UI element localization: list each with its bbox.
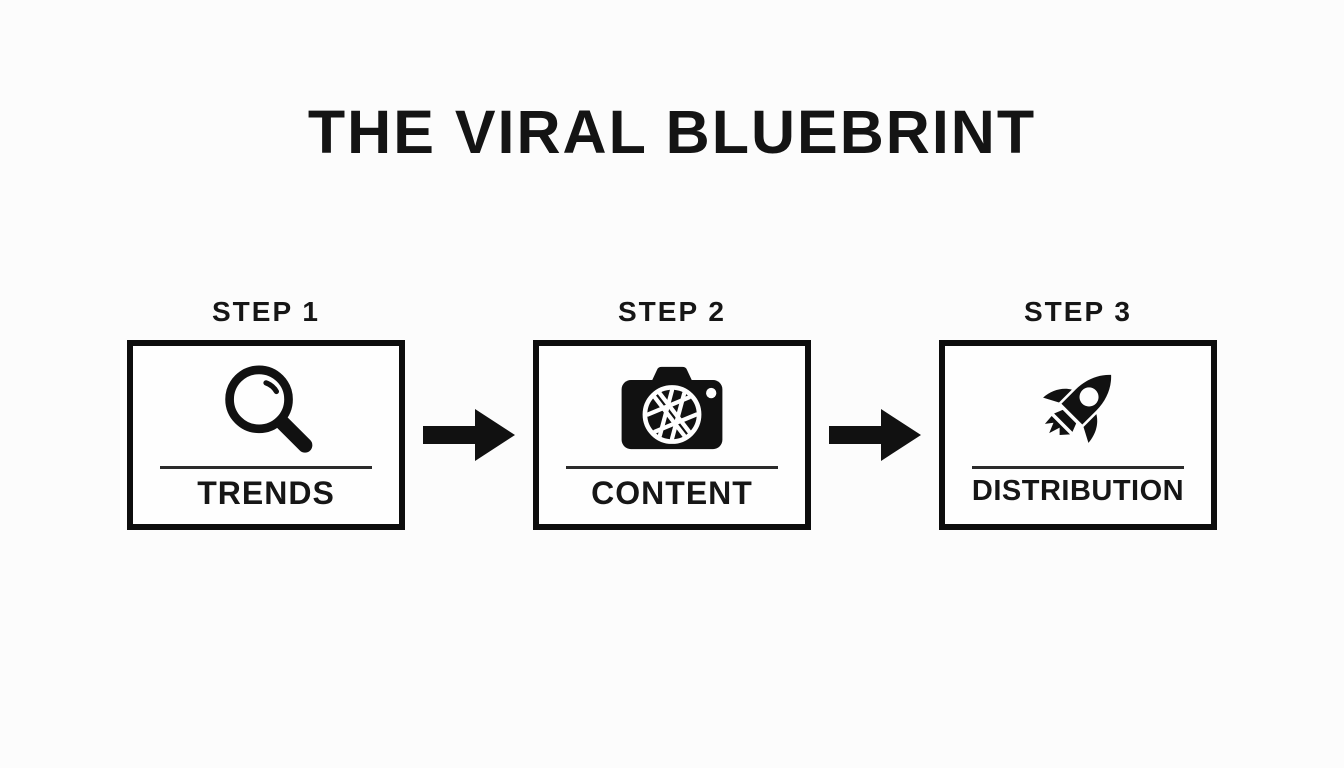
- step-label: STEP 1: [212, 296, 320, 327]
- step-label: STEP 2: [618, 296, 726, 327]
- magnifier-icon: [214, 362, 318, 454]
- step-group-trends: STEP 1 TRENDS: [127, 296, 405, 530]
- arrow-right-icon: [405, 296, 533, 463]
- step-name: DISTRIBUTION: [971, 475, 1185, 507]
- step-box-trends: TRENDS: [127, 340, 405, 530]
- step-box-content: CONTENT: [533, 340, 811, 530]
- process-flow: STEP 1 TRENDS STEP 2: [127, 296, 1217, 530]
- step-group-content: STEP 2: [533, 296, 811, 530]
- step-group-distribution: STEP 3 DISTRIBUTION: [939, 296, 1217, 530]
- step-box-distribution: DISTRIBUTION: [939, 340, 1217, 530]
- divider: [160, 466, 372, 469]
- step-name: TRENDS: [197, 475, 335, 511]
- camera-icon: [616, 362, 728, 454]
- divider: [566, 466, 778, 469]
- step-label: STEP 3: [1024, 296, 1132, 327]
- page-title: THE VIRAL BLUEBRINT: [307, 98, 1037, 166]
- arrow-right-icon: [811, 296, 939, 463]
- step-name: CONTENT: [591, 475, 753, 511]
- rocket-icon: [1026, 362, 1130, 454]
- divider: [972, 466, 1184, 469]
